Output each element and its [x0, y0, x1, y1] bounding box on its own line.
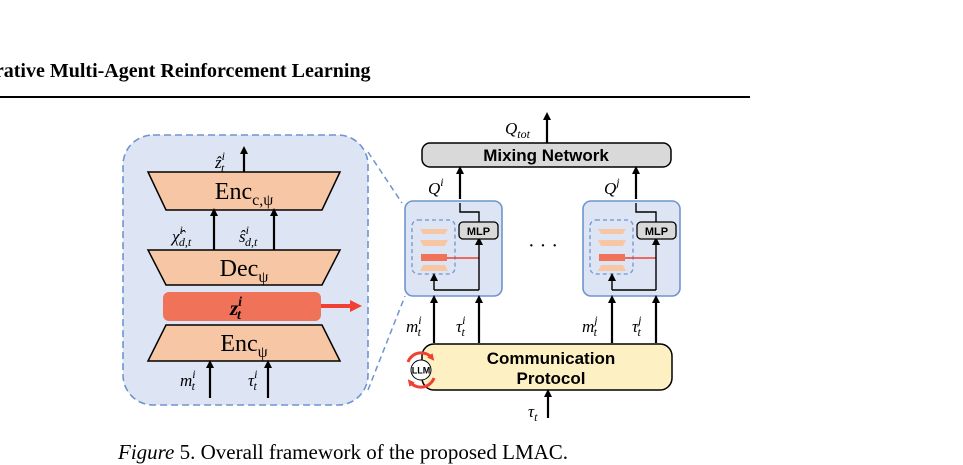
- agent-j-mlp-to-q: [635, 203, 657, 222]
- tau-t-label: τt: [528, 402, 538, 424]
- agent-i-box: MLP: [404, 200, 503, 297]
- agent-i-mini-enc-c: [420, 229, 448, 234]
- overall-framework: Qtot Mixing Network Qi Qj MLP · · ·: [404, 112, 681, 424]
- decoder-label: Decψ: [220, 256, 269, 286]
- agent-j-mini-enc-c: [598, 229, 626, 234]
- zoom-line-bottom: [367, 295, 406, 391]
- agent-i-mini-dec: [420, 240, 448, 246]
- llm-label: LLM: [412, 366, 431, 376]
- running-header: erative Multi-Agent Reinforcement Learni…: [0, 60, 371, 82]
- zoom-line-top: [367, 151, 403, 204]
- encoder-block: [146, 324, 342, 362]
- communication-protocol-label-line2: Protocol: [517, 369, 586, 388]
- q-i-label: Qi: [428, 175, 444, 198]
- agent-i-mini-enc: [420, 265, 448, 271]
- q-tot-label: Qtot: [505, 119, 531, 141]
- figure-caption-number: 5.: [179, 440, 196, 464]
- decoder-block: [146, 249, 342, 286]
- context-encoder-label: Encc,ψ: [215, 179, 273, 209]
- latent-z-block: [163, 292, 321, 321]
- context-encoder-block: [146, 171, 342, 211]
- llm-cycle-arrow-top: [406, 351, 435, 363]
- mixing-network-box: [421, 142, 672, 168]
- agent-j-mini-latent: [599, 254, 625, 261]
- communication-protocol-label-line1: Communication: [487, 349, 615, 368]
- agent-i-mlp-to-q: [459, 203, 480, 222]
- agent-j-box: MLP: [582, 200, 681, 297]
- mixing-network-label: Mixing Network: [483, 146, 609, 165]
- agents-ellipsis: · · ·: [528, 235, 558, 257]
- agent-i-mlp-label: MLP: [467, 226, 490, 238]
- llm-cycle-arrow-bottom: [407, 377, 436, 389]
- header-rule: [0, 96, 750, 98]
- q-j-label: Qj: [604, 175, 620, 198]
- llm-badge: LLM: [406, 351, 436, 389]
- agent-j-mini-enc: [598, 265, 626, 271]
- agent-i-mini-latent: [421, 254, 447, 261]
- encoder-label: Encψ: [220, 331, 267, 361]
- figure-caption-label: Figure: [118, 440, 175, 464]
- figure-caption: Figure 5. Overall framework of the propo…: [118, 440, 568, 465]
- agent-j-mlp-label: MLP: [645, 226, 668, 238]
- figure-caption-text: Overall framework of the proposed LMAC.: [200, 440, 569, 464]
- agent-j-mini-dec: [598, 240, 626, 246]
